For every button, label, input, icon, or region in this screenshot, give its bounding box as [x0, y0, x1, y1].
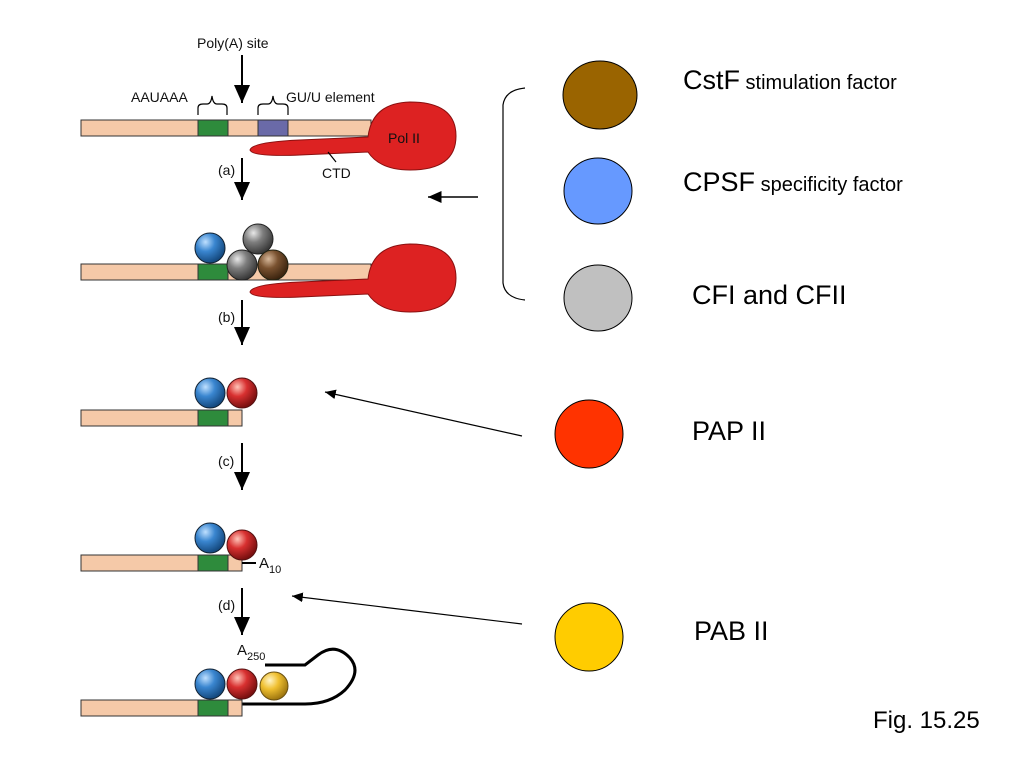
aauaaa-box [197, 119, 229, 137]
stage-4: A10 (d) [80, 522, 281, 635]
figure-label: Fig. 15.25 [873, 707, 980, 734]
aauaaa-box [197, 699, 229, 717]
step-d-label: (d) [218, 597, 235, 613]
cpsf-sphere [194, 522, 226, 554]
gu-element-box [257, 119, 289, 137]
legend-cstf-label: CstF stimulation factor [683, 65, 897, 95]
step-b-label: (b) [218, 309, 235, 325]
stage-2: (b) [80, 223, 457, 345]
a10-label: A10 [259, 555, 281, 576]
aauaaa-box [197, 263, 229, 281]
legend-pap-swatch [554, 399, 624, 469]
a250-label: A250 [237, 642, 265, 663]
legend-pab-label: PAB II [694, 616, 769, 646]
legend-cstf-swatch [562, 60, 638, 130]
polya-site-label: Poly(A) site [197, 35, 269, 51]
cstf-sphere [257, 249, 289, 281]
aauaaa-brace [197, 95, 228, 115]
pab-pointer-arrow [291, 592, 523, 625]
pol2-label: Pol II [388, 130, 420, 146]
stage-1: Poly(A) site AAUAAA GU/U element Pol II … [80, 35, 457, 200]
legend-cfi-swatch [563, 264, 633, 332]
pap-sphere [226, 668, 258, 700]
pap-sphere [226, 377, 258, 409]
pol2-enzyme [249, 101, 457, 171]
step-c-label: (c) [218, 453, 234, 469]
step-a-label: (a) [218, 162, 235, 178]
cfii-sphere [226, 249, 258, 281]
legend-cpsf-swatch [563, 157, 633, 225]
legend-cpsf-label: CPSF specificity factor [683, 167, 903, 197]
cpsf-sphere [194, 377, 226, 409]
legend-pap-label: PAP II [692, 416, 767, 446]
aauaaa-box [197, 409, 229, 427]
stage-3: (c) [80, 377, 258, 490]
gu-element-label: GU/U element [286, 89, 375, 105]
cpsf-sphere [194, 232, 226, 264]
polya-tail-loop [242, 647, 357, 706]
cpsf-sphere [194, 668, 226, 700]
ctd-label: CTD [322, 165, 351, 181]
legend-pab-swatch [554, 602, 624, 672]
pap-pointer-arrow [324, 389, 523, 437]
aauaaa-box [197, 554, 229, 572]
aauaaa-label: AAUAAA [131, 89, 188, 105]
legend-cfi-label: CFI and CFII [692, 280, 847, 310]
gu-brace [257, 95, 289, 115]
pab-sphere [259, 671, 289, 701]
pol2-enzyme [249, 243, 457, 313]
stage-5: A250 [80, 642, 357, 717]
cfi-sphere [242, 223, 274, 255]
ctd-pointer [327, 151, 337, 163]
legend-bracket [502, 87, 526, 301]
pap-sphere [226, 529, 258, 561]
